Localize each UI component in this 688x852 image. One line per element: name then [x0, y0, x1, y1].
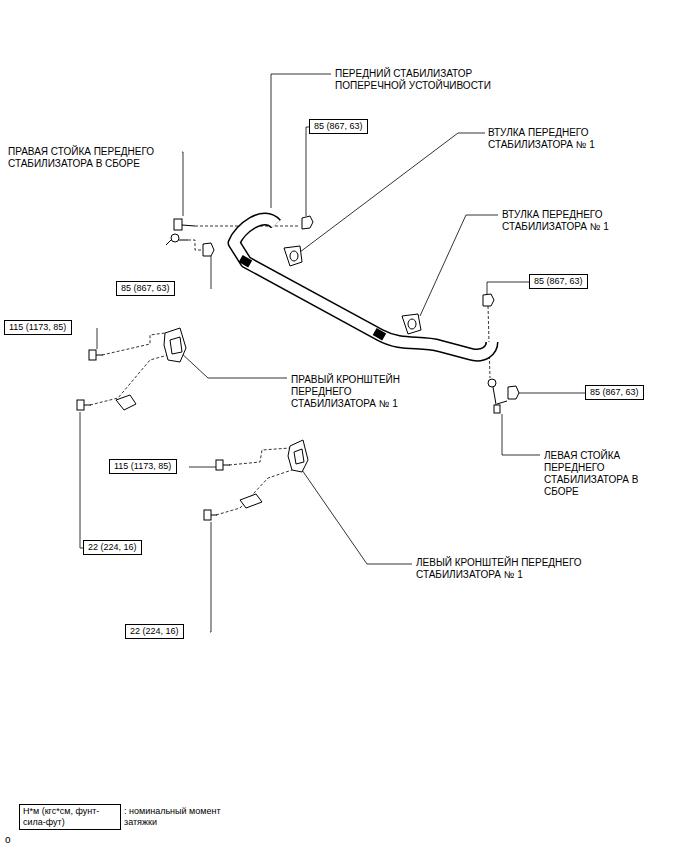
nut	[302, 216, 313, 229]
assembly-dash-line	[216, 470, 292, 515]
stabilizer-bar	[234, 219, 492, 355]
torque-box: 115 (1173, 85)	[109, 459, 177, 474]
leader-line	[302, 470, 412, 564]
bolt	[84, 405, 91, 406]
bracket	[164, 328, 186, 362]
bushing	[284, 246, 302, 266]
assembly-dash-line	[188, 240, 203, 250]
torque-value: 85 (867, 63)	[121, 283, 170, 294]
bolt	[77, 400, 84, 410]
torque-box: 85 (867, 63)	[585, 385, 644, 400]
bracket	[288, 440, 308, 472]
assembly-dash-line	[229, 448, 290, 465]
unit-legend-box: Н*м (кгс*см, фунт-сила-фут): номинальный…	[19, 804, 121, 830]
bolt	[211, 515, 217, 516]
leader-line	[189, 467, 216, 468]
nut	[508, 386, 519, 399]
part-name: ЛЕВАЯ СТОЙКА ПЕРЕДНЕГО СТАБИЛИЗАТОРА В С…	[544, 450, 644, 498]
torque-value: 22 (224, 16)	[130, 626, 179, 637]
leader-line	[420, 215, 498, 316]
leader-line	[97, 328, 98, 349]
stabilizer-link	[494, 405, 500, 413]
leader-line	[182, 152, 183, 216]
nut	[203, 216, 519, 399]
assembly-dash-line	[102, 333, 165, 355]
stabilizer-link	[497, 401, 507, 404]
torque-value: Н*м (кгс*см, фунт-сила-фут)	[23, 806, 117, 828]
leader-line	[487, 282, 529, 294]
nut	[203, 243, 214, 256]
stabilizer-link	[488, 379, 496, 387]
part-name: ПРАВЫЙ КРОНШТЕЙН ПЕРЕДНЕГО СТАБИЛИЗАТОРА…	[291, 374, 421, 410]
bolt	[216, 460, 223, 470]
leader-line	[306, 127, 309, 216]
torque-box: 85 (867, 63)	[309, 119, 368, 134]
assembly-dash-line	[90, 226, 490, 515]
torque-box: 85 (867, 63)	[529, 274, 588, 289]
torque-box: 115 (1173, 85)	[4, 320, 72, 335]
stabilizer-bar	[234, 219, 492, 355]
part-name: ПЕРЕДНИЙ СТАБИЛИЗАТОР ПОПЕРЕЧНОЙ УСТОЙЧИ…	[335, 68, 515, 92]
leader-line	[271, 74, 331, 208]
torque-value: 85 (867, 63)	[534, 276, 583, 287]
torque-box: 22 (224, 16)	[125, 624, 184, 639]
bolt	[77, 350, 230, 520]
stabilizer-link	[166, 219, 507, 413]
part-name: ВТУЛКА ПЕРЕДНЕГО СТАБИЛИЗАТОРА № 1	[502, 209, 637, 233]
stabilizer-link	[179, 240, 188, 241]
torque-value: 115 (1173, 85)	[9, 322, 67, 333]
leader-line	[80, 412, 83, 548]
leader-line	[80, 74, 585, 632]
bracket	[240, 494, 262, 508]
legend-note: : номинальный момент затяжки	[124, 806, 224, 828]
part-name: ЛЕВЫЙ КРОНШТЕЙН ПЕРЕДНЕГО СТАБИЛИЗАТОРА …	[416, 557, 616, 581]
leader-line	[519, 393, 585, 394]
part-name: ПРАВАЯ СТОЙКА ПЕРЕДНЕГО СТАБИЛИЗАТОРА В …	[8, 146, 184, 170]
bracket	[116, 395, 136, 410]
torque-value: 85 (867, 63)	[590, 387, 639, 398]
stabilizer-link	[171, 234, 179, 242]
leader-line	[180, 352, 287, 378]
bushing	[284, 246, 421, 334]
bushing	[408, 319, 416, 329]
stabilizer-bar	[234, 219, 492, 355]
stabilizer-link	[166, 240, 171, 245]
bolt	[223, 465, 230, 466]
torque-value: 115 (1173, 85)	[114, 461, 172, 472]
bushing	[402, 314, 421, 334]
part-name: ВТУЛКА ПЕРЕДНЕГО СТАБИЛИЗАТОРА № 1	[488, 127, 623, 151]
bolt	[96, 355, 103, 356]
torque-value: 22 (224, 16)	[88, 542, 137, 553]
stabilizer-link	[174, 219, 182, 230]
bracket	[170, 337, 182, 354]
bracket	[294, 449, 304, 464]
stabilizer-bar	[373, 328, 387, 340]
stabilizer-link	[182, 225, 195, 226]
torque-box: 85 (867, 63)	[116, 281, 175, 296]
nut	[483, 294, 494, 306]
torque-box: 22 (224, 16)	[83, 540, 142, 555]
stabilizer-bar	[239, 255, 253, 267]
bracket	[116, 328, 308, 508]
torque-value: 85 (867, 63)	[314, 121, 363, 132]
figure-mark: о	[5, 834, 25, 846]
leader-line	[211, 256, 212, 289]
leader-line	[210, 522, 211, 632]
bolt	[89, 350, 96, 360]
leader-line	[502, 414, 540, 455]
bolt	[204, 510, 211, 520]
bushing	[290, 251, 298, 261]
